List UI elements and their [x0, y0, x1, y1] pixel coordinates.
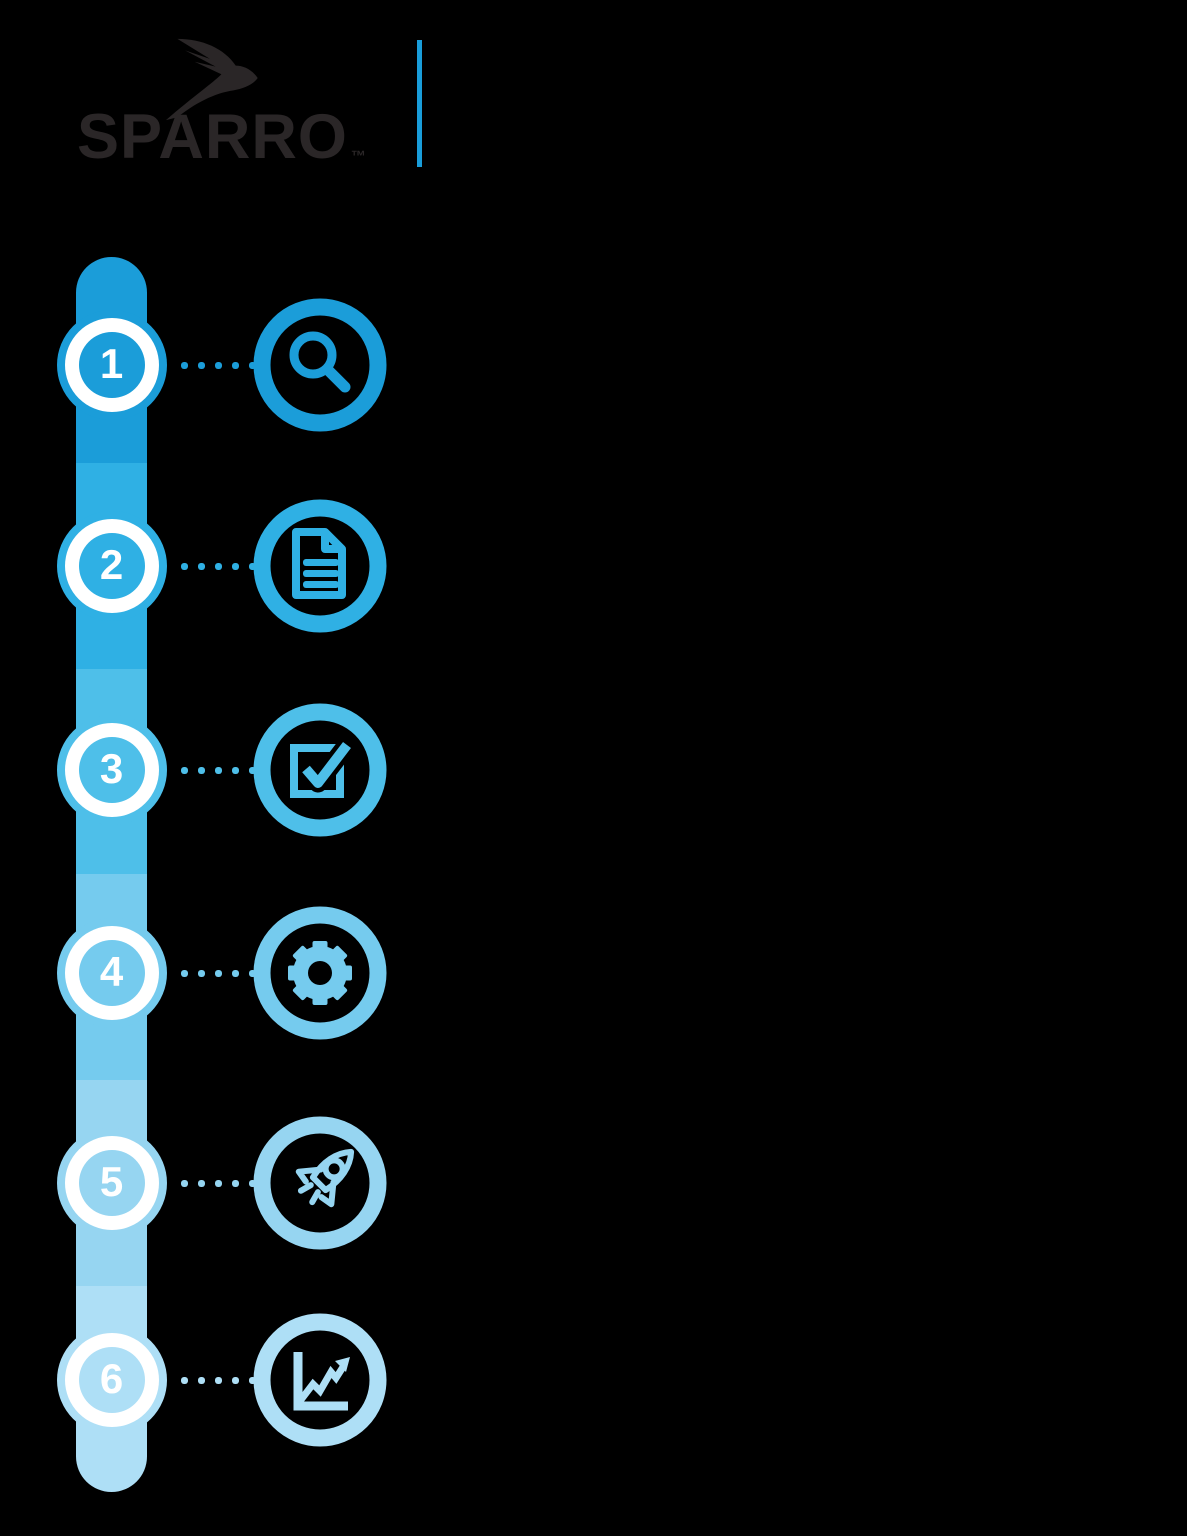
step-number-disc: 6 [78, 1347, 145, 1413]
rocket-icon [250, 1113, 390, 1253]
connector-dot [198, 1376, 205, 1384]
step-number-badge: 5 [64, 1136, 159, 1230]
connector-dot [181, 361, 188, 369]
step-number-badge: 3 [64, 723, 159, 817]
step-number-badge: 2 [64, 519, 159, 613]
connector-dot [249, 562, 256, 570]
connector-dot [181, 1179, 188, 1187]
connector-dot [198, 361, 205, 369]
brand-name: SPARRO [77, 102, 348, 172]
step-number: 1 [99, 340, 124, 387]
trademark-symbol: ™ [350, 148, 366, 165]
connector-dot [232, 766, 239, 774]
sparrow-bird-icon [165, 38, 258, 121]
dotted-connector [181, 361, 256, 369]
step-number-badge: 6 [64, 1333, 159, 1427]
connector-dot [215, 766, 222, 774]
connector-dot [249, 361, 256, 369]
step-number-disc: 3 [78, 737, 145, 803]
step-number-disc: 1 [78, 332, 145, 398]
connector-dot [249, 1376, 256, 1384]
connector-dot [232, 1376, 239, 1384]
connector-dot [232, 361, 239, 369]
connector-dot [215, 361, 222, 369]
header-divider-line [417, 40, 422, 167]
dotted-connector [181, 1376, 256, 1384]
connector-dot [181, 1376, 188, 1384]
connector-dot [232, 969, 239, 977]
step-number: 4 [99, 948, 124, 995]
connector-dot [198, 766, 205, 774]
connector-dot [215, 1376, 222, 1384]
connector-dot [198, 562, 205, 570]
connector-dot [215, 562, 222, 570]
dotted-connector [181, 969, 256, 977]
chart-icon [250, 1310, 390, 1450]
connector-dot [249, 969, 256, 977]
connector-dot [198, 969, 205, 977]
connector-dot [232, 1179, 239, 1187]
connector-dot [181, 562, 188, 570]
connector-dot [249, 766, 256, 774]
connector-dot [215, 969, 222, 977]
dotted-connector [181, 1179, 256, 1187]
connector-dot [198, 1179, 205, 1187]
step-number-disc: 4 [78, 940, 145, 1006]
checkbox-icon [250, 700, 390, 840]
gear-icon [250, 903, 390, 1043]
dotted-connector [181, 766, 256, 774]
step-number-badge: 1 [64, 318, 159, 412]
connector-dot [181, 766, 188, 774]
step-number: 5 [99, 1158, 124, 1205]
search-icon [250, 295, 390, 435]
connector-dot [181, 969, 188, 977]
document-icon [250, 496, 390, 636]
step-number: 3 [99, 745, 124, 792]
step-number-disc: 2 [78, 533, 145, 599]
step-number-badge: 4 [64, 926, 159, 1020]
step-number-disc: 5 [78, 1150, 145, 1216]
connector-dot [232, 562, 239, 570]
brand-logo: SPARRO ™ [0, 0, 450, 220]
step-number: 2 [99, 541, 124, 588]
brand-wordmark: SPARRO ™ [77, 106, 366, 169]
dotted-connector [181, 562, 256, 570]
connector-dot [249, 1179, 256, 1187]
connector-dot [215, 1179, 222, 1187]
step-number: 6 [99, 1355, 124, 1402]
